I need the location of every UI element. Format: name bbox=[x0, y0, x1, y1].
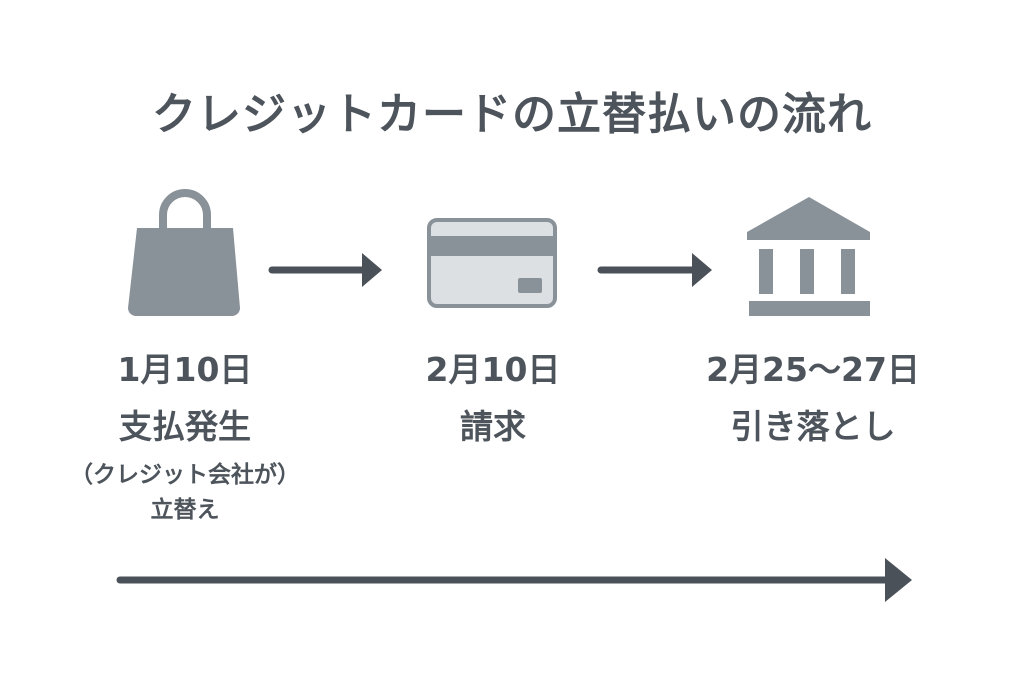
step-1-note: （クレジット会社が） bbox=[70, 462, 300, 488]
step-3-date: 2月25～27日 bbox=[706, 350, 920, 389]
arrow-1 bbox=[268, 253, 382, 287]
timeline-arrow bbox=[116, 558, 912, 602]
bank-icon bbox=[747, 197, 870, 316]
credit-card-icon bbox=[427, 218, 557, 308]
step-1-note-2: 立替え bbox=[150, 497, 220, 523]
step-1-date: 1月10日 bbox=[117, 350, 253, 389]
arrow-2 bbox=[597, 253, 712, 287]
step-2-date: 2月10日 bbox=[425, 350, 561, 389]
step-3-action: 引き落とし bbox=[730, 407, 896, 446]
shopping-bag-icon bbox=[128, 189, 240, 316]
diagram-title: クレジットカードの立替払いの流れ bbox=[152, 89, 872, 140]
step-1-action: 支払発生 bbox=[119, 407, 251, 446]
step-2-action: 請求 bbox=[460, 407, 526, 446]
